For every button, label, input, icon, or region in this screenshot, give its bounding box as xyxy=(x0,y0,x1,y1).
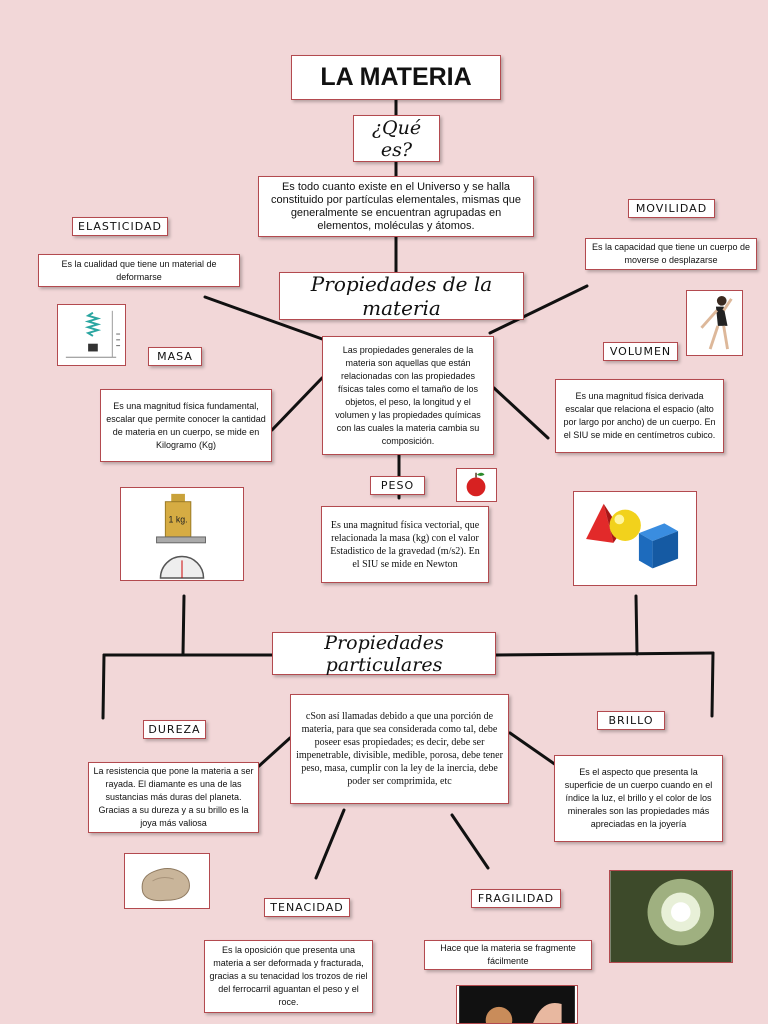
volumen-text: Es una magnitud física derivada escalar … xyxy=(555,379,724,453)
dancer-image xyxy=(686,290,743,356)
spring-image xyxy=(57,304,126,366)
scale-weight-label: 1 kg. xyxy=(169,514,188,524)
brillo-label: BRILLO xyxy=(597,711,665,730)
brillo-text: Es el aspecto que presenta la superficie… xyxy=(554,755,723,842)
rock-image xyxy=(124,853,210,909)
apple-image xyxy=(456,468,497,502)
volumen-label: VOLUMEN xyxy=(603,342,678,361)
sunlight-image xyxy=(609,870,733,963)
movilidad-text: Es la capacidad que tiene un cuerpo de m… xyxy=(585,238,757,270)
particular-properties-heading: Propiedades particulares xyxy=(272,632,496,676)
scale-image: 1 kg. xyxy=(120,487,244,581)
peso-text: Es una magnitud física vectorial, que re… xyxy=(321,506,489,583)
masa-text: Es una magnitud física fundamental, esca… xyxy=(100,389,272,462)
movilidad-label: MOVILIDAD xyxy=(628,199,715,218)
tenacidad-text: Es la oposición que presenta una materia… xyxy=(204,940,373,1013)
elasticidad-text: Es la cualidad que tiene un material de … xyxy=(38,254,240,287)
general-properties-text: Las propiedades generales de la materia … xyxy=(322,336,494,455)
shapes-image xyxy=(573,491,697,586)
elasticidad-label: ELASTICIDAD xyxy=(72,217,168,236)
general-properties-heading: Propiedades de la materia xyxy=(279,272,524,320)
definition-box: Es todo cuanto existe en el Universo y s… xyxy=(258,176,534,237)
egg-image xyxy=(456,985,578,1024)
dureza-label: DUREZA xyxy=(143,720,206,739)
dureza-text: La resistencia que pone la materia a ser… xyxy=(88,762,259,833)
peso-label: PESO xyxy=(370,476,425,495)
main-title: LA MATERIA xyxy=(291,55,501,100)
particular-properties-text: cSon así llamadas debido a que una porci… xyxy=(290,694,509,804)
fragilidad-label: FRAGILIDAD xyxy=(471,889,561,908)
masa-label: MASA xyxy=(148,347,202,366)
fragilidad-text: Hace que la materia se fragmente fácilme… xyxy=(424,940,592,970)
tenacidad-label: TENACIDAD xyxy=(264,898,350,917)
que-es-heading: ¿Qué es? xyxy=(353,115,440,162)
